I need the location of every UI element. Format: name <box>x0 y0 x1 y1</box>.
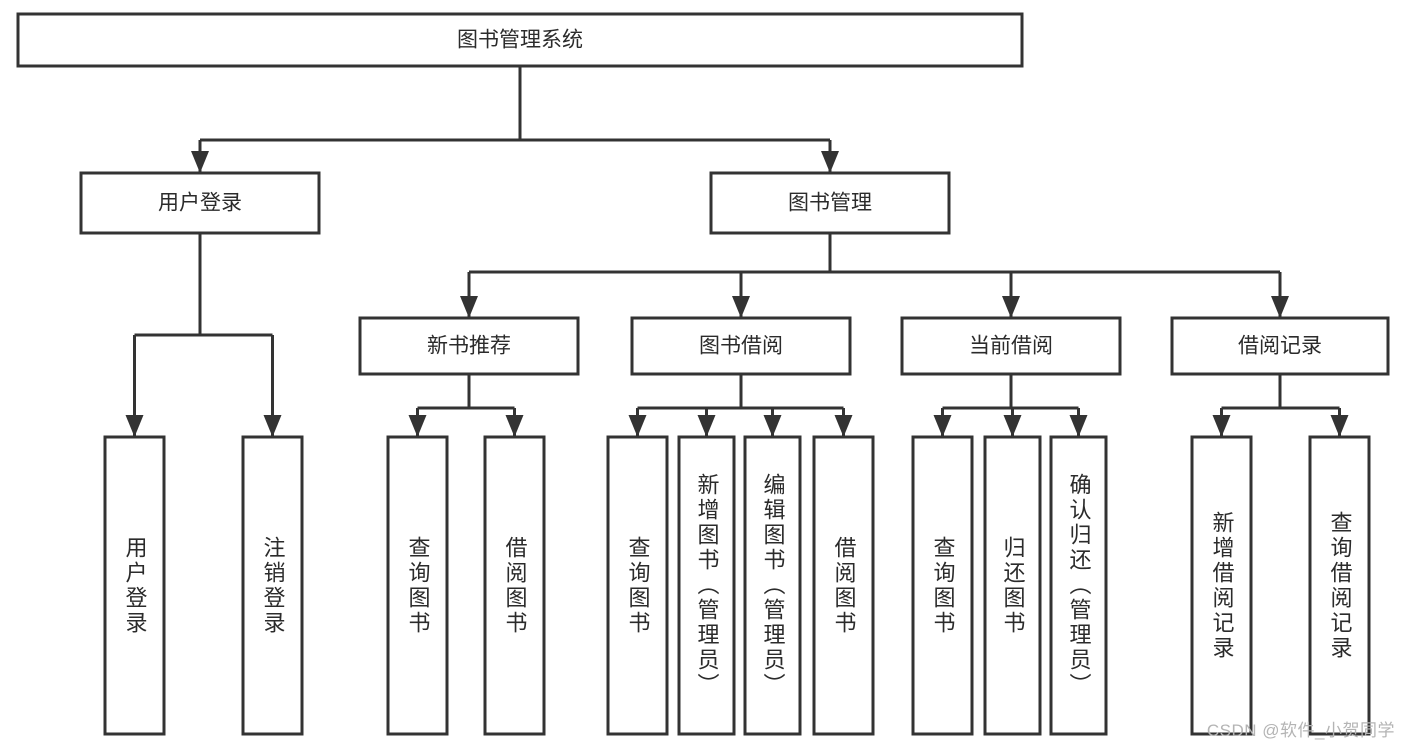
watermark-text: CSDN @软件_小贺同学 <box>1206 721 1395 740</box>
arrow-head-icon-level3-0 <box>460 296 478 318</box>
leaf-box-1[interactable] <box>241 435 304 736</box>
node-box-level2-0[interactable] <box>79 171 321 235</box>
node-label-level2-1: 图书管理 <box>788 192 872 215</box>
arrow-head-icon-leaf-用户登录-1 <box>263 415 282 437</box>
arrow-head-icon-leaf-图书借阅-0 <box>628 415 647 437</box>
leaf-box-6[interactable] <box>743 435 802 736</box>
leaf-box-2[interactable] <box>386 435 449 736</box>
boxes-layer <box>16 12 1390 736</box>
node-label-level3-3: 借阅记录 <box>1238 335 1322 358</box>
arrow-head-icon-level3-3 <box>1271 296 1289 318</box>
arrow-head-icon-leaf-图书借阅-3 <box>834 415 853 437</box>
connectors-layer <box>125 66 1349 437</box>
arrow-head-icon-level3-2 <box>1002 296 1020 318</box>
arrow-head-icon-leaf-用户登录-0 <box>125 415 144 437</box>
arrow-head-icon-leaf-图书借阅-1 <box>697 415 716 437</box>
node-label-level3-2: 当前借阅 <box>969 335 1053 358</box>
leaf-box-4[interactable] <box>606 435 669 736</box>
leaf-box-11[interactable] <box>1190 435 1253 736</box>
arrow-head-icon-leaf-当前借阅-1 <box>1003 415 1022 437</box>
arrow-head-icon-leaf-当前借阅-0 <box>933 415 952 437</box>
leaf-box-3[interactable] <box>483 435 546 736</box>
arrow-head-icon-leaf-图书借阅-2 <box>763 415 782 437</box>
node-label-level3-0: 新书推荐 <box>427 335 511 358</box>
node-label-level2-0: 用户登录 <box>158 192 242 215</box>
leaf-box-12[interactable] <box>1308 435 1371 736</box>
node-box-level3-1[interactable] <box>630 316 852 376</box>
node-box-level2-1[interactable] <box>709 171 951 235</box>
arrow-head-icon-level2-1 <box>821 151 839 173</box>
node-box-root[interactable] <box>16 12 1024 68</box>
arrow-head-icon-leaf-借阅记录-0 <box>1212 415 1231 437</box>
node-box-level3-2[interactable] <box>900 316 1122 376</box>
leaf-box-7[interactable] <box>812 435 875 736</box>
node-box-level3-0[interactable] <box>358 316 580 376</box>
node-label-level3-1: 图书借阅 <box>699 335 783 358</box>
arrow-head-icon-level3-1 <box>732 296 750 318</box>
node-label-root: 图书管理系统 <box>457 29 583 52</box>
arrow-head-icon-leaf-新书推荐-0 <box>408 415 427 437</box>
arrow-head-icon-leaf-借阅记录-1 <box>1330 415 1349 437</box>
leaf-box-5[interactable] <box>677 435 736 736</box>
arrow-head-icon-leaf-新书推荐-1 <box>505 415 524 437</box>
leaf-box-0[interactable] <box>103 435 166 736</box>
leaf-box-9[interactable] <box>983 435 1042 736</box>
arrow-head-icon-leaf-当前借阅-2 <box>1069 415 1088 437</box>
leaf-box-10[interactable] <box>1049 435 1108 736</box>
leaf-box-8[interactable] <box>911 435 974 736</box>
node-box-level3-3[interactable] <box>1170 316 1390 376</box>
arrow-head-icon-level2-0 <box>191 151 209 173</box>
